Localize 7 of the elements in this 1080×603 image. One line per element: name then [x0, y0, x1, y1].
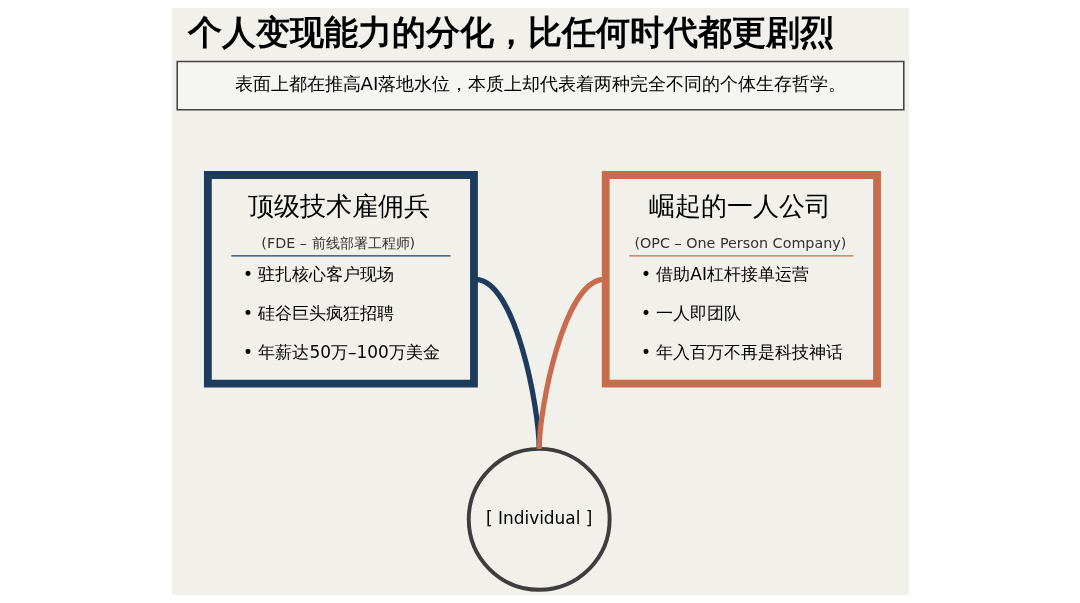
diagram-title: 个人变现能力的分化，比任何时代都更剧烈 [187, 13, 834, 53]
node-box: 表面上都在推高AI落地水位，本质上却代表着两种完全不同的个体生存哲学。 [175, 60, 905, 111]
connector [474, 276, 542, 449]
node-circle: [ Individual ] [466, 446, 612, 592]
connector [536, 276, 605, 449]
node-box: 顶级技术雇佣兵 (FDE – 前线部署工程师) • 驻扎核心客户现场 • 硅谷巨头疯狂招聘 • 年薪达50万–100万美金 [203, 171, 478, 388]
node-box: 崛起的一人公司 (OPC – One Person Company) • 借助AI杠杆接单运营 • 一人即团队 • 年入百万不再是科技神话 [601, 171, 881, 388]
